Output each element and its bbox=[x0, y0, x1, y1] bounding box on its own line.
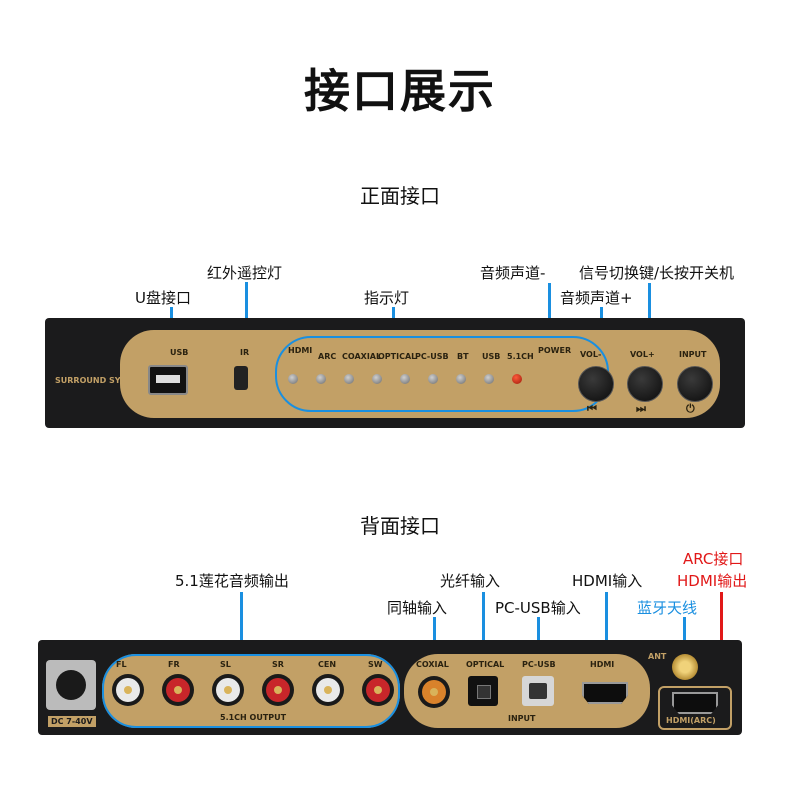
rca-sl[interactable] bbox=[212, 674, 244, 706]
led-usb bbox=[456, 374, 466, 384]
led-51ch bbox=[484, 374, 494, 384]
rca-cen[interactable] bbox=[312, 674, 344, 706]
hdmi-in-pointer-line bbox=[605, 592, 608, 662]
pcusb-pointer-line bbox=[537, 617, 540, 662]
led-arc bbox=[316, 374, 326, 384]
callout-leds: 指示灯 bbox=[364, 289, 410, 307]
dc-label: DC 7-40V bbox=[48, 716, 96, 727]
callout-rca-out: 5.1莲花音频输出 bbox=[175, 572, 289, 590]
in-label-hdmi: HDMI bbox=[590, 660, 615, 669]
vol-plus-label: VOL+ bbox=[630, 350, 655, 359]
led-label-arc: ARC bbox=[318, 352, 337, 361]
usb-port[interactable] bbox=[148, 365, 188, 395]
rca-pointer-line bbox=[240, 592, 243, 662]
front-logo: SURROUND SYSTEM bbox=[55, 376, 146, 385]
led-coaxial bbox=[344, 374, 354, 384]
ch-label-sw: SW bbox=[368, 660, 383, 669]
dc-jack[interactable] bbox=[46, 660, 96, 710]
callout-arc-line1: ARC接口 bbox=[683, 550, 744, 568]
ch-label-sr: SR bbox=[272, 660, 284, 669]
prev-icon: ⏮ bbox=[587, 402, 597, 415]
back-heading: 背面接口 bbox=[360, 514, 440, 538]
vol-minus-button[interactable] bbox=[578, 366, 614, 402]
callout-coaxial: 同轴输入 bbox=[387, 599, 448, 617]
back-device: DC 7-40V FL FR SL SR CEN SW 5.1CH OUTPUT… bbox=[38, 640, 742, 735]
ir-label: IR bbox=[240, 348, 250, 357]
ch-label-sl: SL bbox=[220, 660, 231, 669]
rca-sw[interactable] bbox=[362, 674, 394, 706]
led-bt bbox=[428, 374, 438, 384]
rca-panel: FL FR SL SR CEN SW 5.1CH OUTPUT bbox=[102, 654, 400, 728]
callout-ir: 红外遥控灯 bbox=[207, 264, 283, 282]
usb-port-label: USB bbox=[170, 348, 189, 357]
callout-bt-ant: 蓝牙天线 bbox=[637, 599, 698, 617]
input-label: INPUT bbox=[679, 350, 707, 359]
rca-fl[interactable] bbox=[112, 674, 144, 706]
arc-pointer-line bbox=[720, 592, 723, 682]
input-group-label: INPUT bbox=[508, 714, 536, 723]
led-hdmi bbox=[288, 374, 298, 384]
led-label-coaxial: COAXIAL bbox=[342, 352, 382, 361]
led-label-51ch: 5.1CH bbox=[507, 352, 534, 361]
vol-minus-label: VOL- bbox=[580, 350, 602, 359]
ch-label-cen: CEN bbox=[318, 660, 337, 669]
front-heading: 正面接口 bbox=[360, 184, 440, 208]
pcusb-port[interactable] bbox=[522, 676, 554, 706]
callout-usb: U盘接口 bbox=[135, 289, 191, 307]
led-label-usb: USB bbox=[482, 352, 501, 361]
hdmi-in-port[interactable] bbox=[582, 682, 628, 704]
front-device: USB IR HDMI ARC COAXIAL OPTICAL PC-USB B… bbox=[45, 318, 745, 428]
output-label: 5.1CH OUTPUT bbox=[220, 713, 287, 722]
hdmi-arc-port[interactable] bbox=[672, 692, 718, 714]
in-label-pcusb: PC-USB bbox=[522, 660, 556, 669]
callout-vol-plus: 音频声道+ bbox=[560, 289, 633, 307]
power-icon: ⏻ bbox=[686, 402, 695, 415]
in-label-coxial: COXIAL bbox=[416, 660, 449, 669]
optical-port[interactable] bbox=[468, 676, 498, 706]
rca-sr[interactable] bbox=[262, 674, 294, 706]
callout-vol-minus: 音频声道- bbox=[480, 264, 546, 282]
vol-plus-button[interactable] bbox=[627, 366, 663, 402]
callout-optical: 光纤输入 bbox=[440, 572, 501, 590]
led-label-optical: OPTICAL bbox=[378, 352, 417, 361]
ch-label-fl: FL bbox=[116, 660, 127, 669]
bt-antenna-connector[interactable] bbox=[672, 654, 698, 680]
coaxial-port[interactable] bbox=[418, 676, 450, 708]
callout-pcusb: PC-USB输入 bbox=[495, 599, 581, 617]
led-label-hdmi: HDMI bbox=[288, 346, 313, 355]
input-panel: COXIAL OPTICAL PC-USB HDMI INPUT bbox=[404, 654, 650, 728]
in-label-optical: OPTICAL bbox=[466, 660, 505, 669]
rca-highlight bbox=[102, 654, 400, 728]
callout-hdmi-in: HDMI输入 bbox=[572, 572, 643, 590]
led-label-power: POWER bbox=[538, 346, 572, 355]
rca-fr[interactable] bbox=[162, 674, 194, 706]
coaxial-pointer-line bbox=[433, 617, 436, 662]
callout-arc-line2: HDMI输出 bbox=[677, 572, 748, 590]
led-power bbox=[512, 374, 522, 384]
front-gold-panel: USB IR HDMI ARC COAXIAL OPTICAL PC-USB B… bbox=[120, 330, 720, 418]
ir-sensor bbox=[234, 366, 248, 390]
optical-pointer-line bbox=[482, 592, 485, 662]
ant-label: ANT bbox=[648, 652, 667, 661]
next-icon: ⏭ bbox=[636, 402, 646, 415]
led-label-bt: BT bbox=[457, 352, 469, 361]
page-title: 接口展示 bbox=[304, 64, 496, 118]
ch-label-fr: FR bbox=[168, 660, 180, 669]
hdmi-arc-frame: HDMI(ARC) bbox=[658, 686, 732, 730]
led-pcusb bbox=[400, 374, 410, 384]
input-button[interactable] bbox=[677, 366, 713, 402]
led-optical bbox=[372, 374, 382, 384]
callout-input: 信号切换键/长按开关机 bbox=[579, 264, 735, 282]
led-label-pcusb: PC-USB bbox=[415, 352, 449, 361]
bt-ant-pointer-line bbox=[683, 617, 686, 657]
hdmi-arc-label: HDMI(ARC) bbox=[666, 716, 716, 725]
